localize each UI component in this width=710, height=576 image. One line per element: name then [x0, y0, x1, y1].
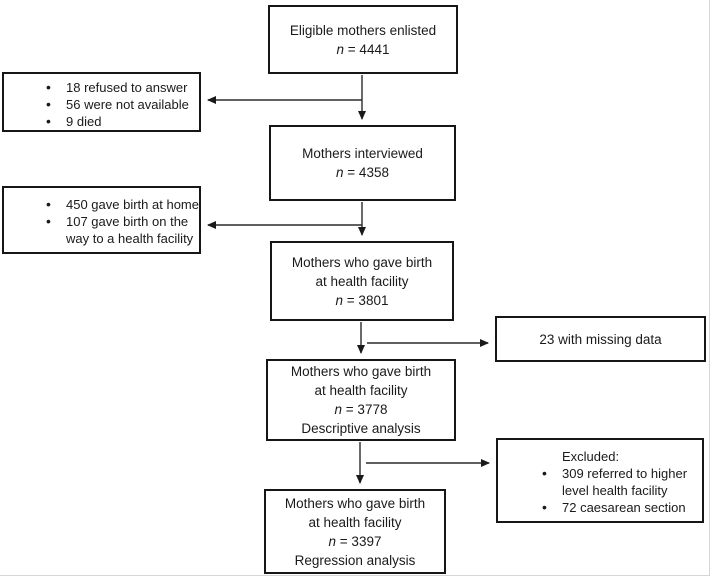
n-symbol: n	[328, 533, 337, 549]
box-descriptive-analysis: Mothers who gave birth at health facilit…	[266, 359, 456, 441]
box-text-line: Mothers who gave birth	[291, 254, 433, 270]
n-symbol: n	[334, 402, 343, 417]
box-missing-data: 23 with missing data	[495, 316, 706, 362]
bullet-item: 309 referred to higher level health faci…	[540, 465, 702, 499]
n-value: = 3778	[342, 402, 388, 417]
box-text-line: 23 with missing data	[539, 331, 662, 347]
bullet-item: 450 gave birth at home	[44, 196, 199, 213]
box-n-line: n = 4441	[337, 40, 390, 59]
excluded-header: Excluded:	[562, 449, 620, 464]
box-text-line: Mothers who gave birth	[290, 364, 432, 379]
box-text-line: at health facility	[308, 514, 402, 530]
refused-bullet-list: 18 refused to answer 56 were not availab…	[44, 79, 199, 130]
bullet-item: 9 died	[44, 113, 199, 130]
box-mothers-interviewed: Mothers interviewed n = 4358	[269, 125, 456, 201]
box-text-line: Mothers interviewed	[302, 146, 423, 161]
n-value: = 4441	[344, 41, 390, 57]
n-value: = 4358	[343, 165, 389, 180]
bullet-item: 18 refused to answer	[44, 79, 199, 96]
n-value: = 3801	[343, 292, 389, 308]
bullet-item: 56 were not available	[44, 96, 199, 113]
box-birth-health-facility: Mothers who gave birth at health facilit…	[270, 241, 454, 321]
box-regression-analysis: Mothers who gave birth at health facilit…	[264, 489, 446, 574]
box-text-line: Eligible mothers enlisted	[289, 22, 437, 38]
box-n-line: n = 3801	[336, 291, 389, 310]
excluded-bullet-list: 309 referred to higher level health faci…	[540, 465, 702, 516]
excluded-content: Excluded: 309 referred to higher level h…	[540, 448, 702, 516]
box-excluded-referred: Excluded: 309 referred to higher level h…	[496, 438, 704, 523]
bullet-item: 72 caesarean section	[540, 499, 702, 516]
box-refused-excluded: 18 refused to answer 56 were not availab…	[2, 72, 201, 132]
box-eligible-enlisted: Eligible mothers enlisted n = 4441	[268, 5, 458, 74]
box-text-line: at health facility	[315, 273, 409, 289]
bullet-item: 107 gave birth on the way to a health fa…	[44, 213, 199, 247]
box-analysis-line: Descriptive analysis	[301, 421, 421, 436]
box-n-line: n = 4358	[336, 163, 389, 182]
n-symbol: n	[336, 41, 345, 57]
home-birth-bullet-list: 450 gave birth at home 107 gave birth on…	[44, 196, 199, 247]
n-value: = 3397	[336, 533, 382, 549]
box-n-line: n = 3778	[335, 400, 388, 419]
n-symbol: n	[336, 165, 344, 180]
box-text-line: at health facility	[314, 383, 408, 398]
box-text-line: Mothers who gave birth	[284, 495, 426, 511]
box-n-line: n = 3397	[329, 532, 382, 551]
n-symbol: n	[335, 292, 344, 308]
box-analysis-line: Regression analysis	[294, 552, 416, 568]
box-home-birth-excluded: 450 gave birth at home 107 gave birth on…	[2, 186, 201, 254]
